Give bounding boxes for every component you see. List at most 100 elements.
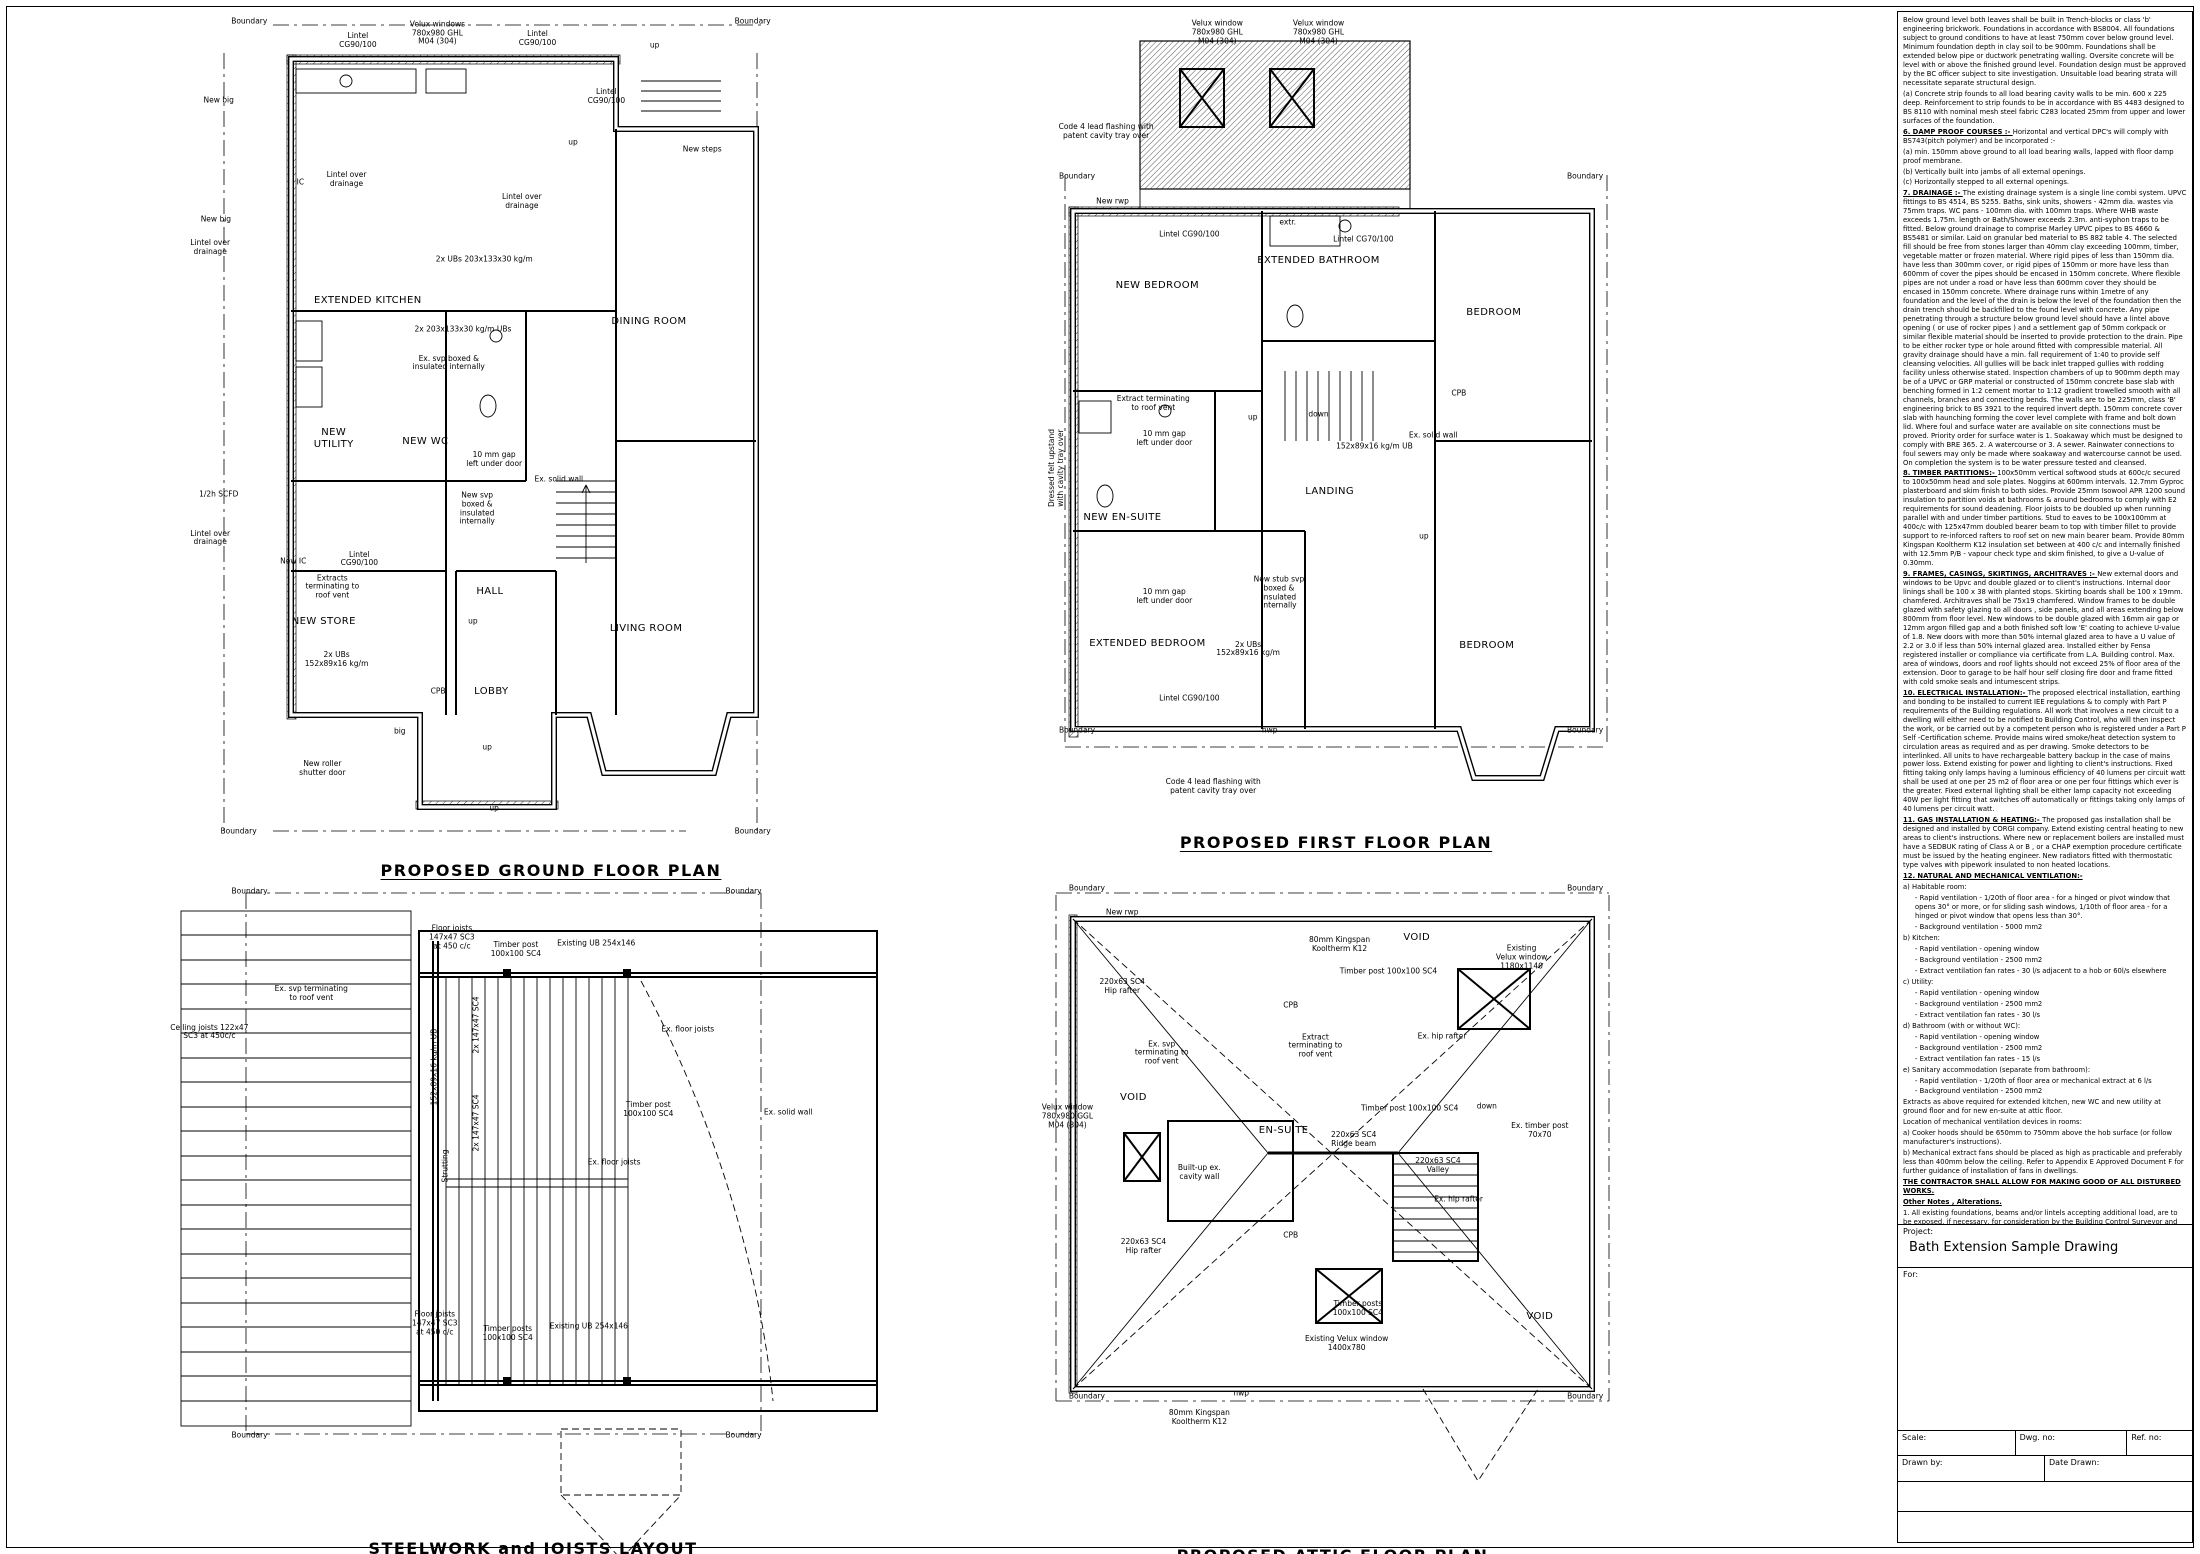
annotation-label: nwp [1261, 725, 1278, 735]
annotation-label: up [649, 40, 660, 50]
note-paragraph: - Background ventilation - 2500 mm2 [1915, 1043, 2043, 1052]
room-label: HALL [476, 586, 504, 598]
timber-posts [503, 969, 631, 1385]
note-paragraph: - Extract ventilation fan rates - 30 l/s… [1915, 966, 2167, 975]
annotation-label: Lintel over drainage [326, 170, 367, 188]
annotation-label: Boundary [1567, 883, 1604, 893]
drawn-row: Drawn by: Date Drawn: [1898, 1455, 2192, 1481]
stair-treads [1393, 1163, 1478, 1253]
room-label: NEW BEDROOM [1115, 280, 1200, 292]
annotation-label: 2x 147x47 SC4 [471, 1094, 481, 1152]
annotation-label: Ex. hip rafter [1417, 1031, 1467, 1041]
annotation-label: 220x63 SC4 Hip rafter [1099, 977, 1145, 996]
building-notes: Below ground level both leaves shall be … [1898, 12, 2192, 1224]
room-label: NEW EN-SUITE [1083, 511, 1162, 523]
annotation-label: 80mm Kingspan Kooltherm K12 [1309, 935, 1371, 954]
annotation-label: Ceiling joists 122x47 SC3 at 450c/c [170, 1022, 249, 1041]
room-label: EN-SUITE [1258, 1124, 1309, 1136]
boundary-lines [1064, 175, 1608, 748]
annotation-label: New big [203, 95, 234, 105]
date-drawn-cell: Date Drawn: [2045, 1456, 2192, 1481]
velux-windows [1179, 68, 1315, 128]
room-label: EXTENDED BATHROOM [1257, 254, 1380, 266]
note-paragraph: (c) Horizontally stepped to all external… [1903, 178, 2070, 187]
note-paragraph: (a) Concrete strip founds to all load be… [1903, 89, 2186, 125]
note-paragraph: - Rapid ventilation - 1/20th of floor ar… [1915, 894, 2170, 920]
for-section: For: [1898, 1267, 2192, 1430]
annotation-label: 10 mm gap left under door [1136, 428, 1193, 447]
annotation-label: Lintel over drainage [190, 238, 231, 257]
annotation-label: up [468, 616, 478, 626]
annotation-label: Lintel over drainage [501, 191, 542, 210]
annotation-label: Boundary [231, 1430, 268, 1440]
annotation-label: Timber post 100x100 SC4 [623, 1099, 674, 1118]
annotation-label: Boundary [1068, 883, 1105, 893]
note-paragraph: e) Sanitary accommodation (separate from… [1903, 1065, 2091, 1074]
room-label: NEW WC [402, 435, 449, 447]
note-paragraph: - Background ventilation - 2500 mm2 [1915, 999, 2043, 1008]
project-title: Bath Extension Sample Drawing [1909, 1239, 2119, 1255]
empty-row-1 [1898, 1480, 2192, 1512]
note-paragraph: 11. GAS INSTALLATION & HEATING:- The pro… [1903, 816, 2184, 870]
annotation-label: Boundary [1567, 1391, 1604, 1401]
annotation-label: 2x UBs 152x89x16 kg/m [304, 650, 369, 669]
note-paragraph: 6. DAMP PROOF COURSES :- Horizontal and … [1903, 127, 2169, 145]
annotation-label: CPB [1283, 1230, 1299, 1240]
annotation-label: Boundary [1567, 725, 1604, 735]
annotation-label: New roller shutter door [299, 758, 346, 777]
floor-structure-outline [418, 930, 878, 1412]
annotation-label: Extract terminating to roof vent [1116, 394, 1190, 412]
annotation-label: Lintel CG90/100 [339, 30, 377, 49]
room-label: EXTENDED BEDROOM [1089, 637, 1206, 649]
note-paragraph: - Background ventilation - 2500 mm2 [1915, 1087, 2043, 1096]
boundary-lines [223, 24, 764, 832]
annotation-label: Boundary [725, 886, 762, 896]
note-paragraph: Extracts as above required for extended … [1903, 1098, 2161, 1116]
fixtures-and-stairs [295, 68, 721, 563]
dwg-no-label: Dwg. no: [2019, 1432, 2056, 1442]
annotation-label: Ex. hip rafter [1434, 1195, 1483, 1205]
annotation-label: up [489, 803, 499, 813]
note-paragraph: c) Utility: [1903, 977, 1934, 986]
attic-floor-title: PROPOSED ATTIC FLOOR PLAN [1038, 1546, 1627, 1554]
note-paragraph: - Rapid ventilation - opening window [1915, 988, 2040, 997]
for-label: For: [1903, 1270, 1919, 1280]
first-floor-labels: Velux window 780x980 GHL M04 (304)Velux … [1045, 11, 1627, 858]
annotation-label: Lintel over drainage [190, 528, 231, 547]
annotation-label: Code 4 lead flashing with patent cavity … [1165, 777, 1261, 795]
external-walls-inner [289, 57, 758, 809]
note-paragraph: a) Habitable room: [1903, 883, 1967, 892]
internal-walls [291, 129, 756, 715]
internal-walls [1073, 211, 1592, 729]
annotation-label: Boundary [734, 16, 771, 26]
room-label: BEDROOM [1459, 640, 1515, 652]
annotation-label: 152x89x16 kg/m UB [1336, 441, 1413, 451]
annotation-label: New stub svp boxed & insulated internall… [1253, 574, 1305, 610]
room-label: DINING ROOM [611, 315, 687, 327]
room-label: LANDING [1305, 486, 1354, 498]
annotation-label: Built-up ex. cavity wall [1177, 1163, 1221, 1181]
annotation-label: up [568, 137, 578, 147]
note-paragraph: (b) Vertically built into jambs of all e… [1903, 167, 2086, 176]
annotation-label: up [1248, 412, 1258, 422]
note-paragraph: 9. FRAMES, CASINGS, SKIRTINGS, ARCHITRAV… [1903, 570, 2184, 686]
annotation-label: New big [200, 214, 232, 224]
annotation-label: New steps [682, 144, 722, 154]
annotation-label: Lintel CG90/100 [587, 86, 626, 105]
note-paragraph: - Background ventilation - 5000 mm2 [1915, 922, 2043, 931]
annotation-label: 2x UBs 152x89x16 kg/m [1216, 639, 1280, 658]
annotation-label: Extract terminating to roof vent [1288, 1032, 1343, 1060]
annotation-label: IC [296, 177, 305, 187]
annotation-label: down [1308, 409, 1329, 419]
project-label: Project: [1903, 1226, 1934, 1236]
annotation-label: Timber post 100x100 SC4 [1339, 966, 1438, 976]
ceiling-joists [180, 910, 412, 1427]
note-paragraph: (a) min. 150mm above ground to all load … [1903, 147, 2174, 165]
annotation-label: Existing Velux window 1180x1140 [1495, 944, 1548, 971]
external-walls-inner [1071, 209, 1594, 780]
annotation-label: 220x63 SC4 Ridge beam [1330, 1130, 1377, 1149]
empty-row-2 [1898, 1511, 2192, 1542]
